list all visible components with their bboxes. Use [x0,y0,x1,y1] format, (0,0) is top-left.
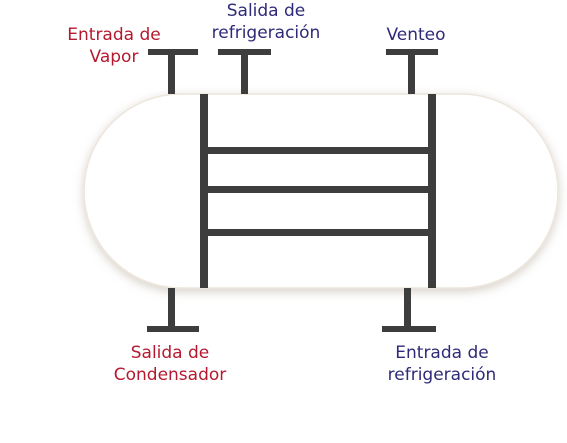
cooling-outlet-label-line1: Salida de [226,1,306,21]
condensate-outlet-label: Salida de Condensador [96,342,244,386]
cooling-outlet-label-line2: refrigeración [211,23,321,43]
vent-label-line1: Venteo [386,25,446,45]
cooling-inlet-label: Entrada de refrigeración [372,342,512,386]
vent-label: Venteo [366,24,466,46]
cooling-inlet-label-line2: refrigeración [387,365,497,385]
tube-1 [204,147,434,154]
steam-inlet-label-line1: Entrada de [67,25,161,45]
steam-inlet-label: Entrada de Vapor [52,24,176,68]
cooling-outlet-nozzle [218,49,271,94]
cooling-inlet-nozzle [382,288,436,332]
cooling-inlet-label-line1: Entrada de [395,343,489,363]
tube-3 [204,229,434,236]
condensate-outlet-label-line2: Condensador [113,365,227,385]
condensate-outlet-label-line1: Salida de [130,343,210,363]
cooling-outlet-label: Salida de refrigeración [196,0,336,44]
tube-2 [204,186,434,193]
steam-inlet-label-line2: Vapor [89,47,139,67]
steam-inlet-nozzle [148,49,198,94]
condensate-outlet-nozzle [147,288,199,332]
vent-nozzle [386,49,438,94]
